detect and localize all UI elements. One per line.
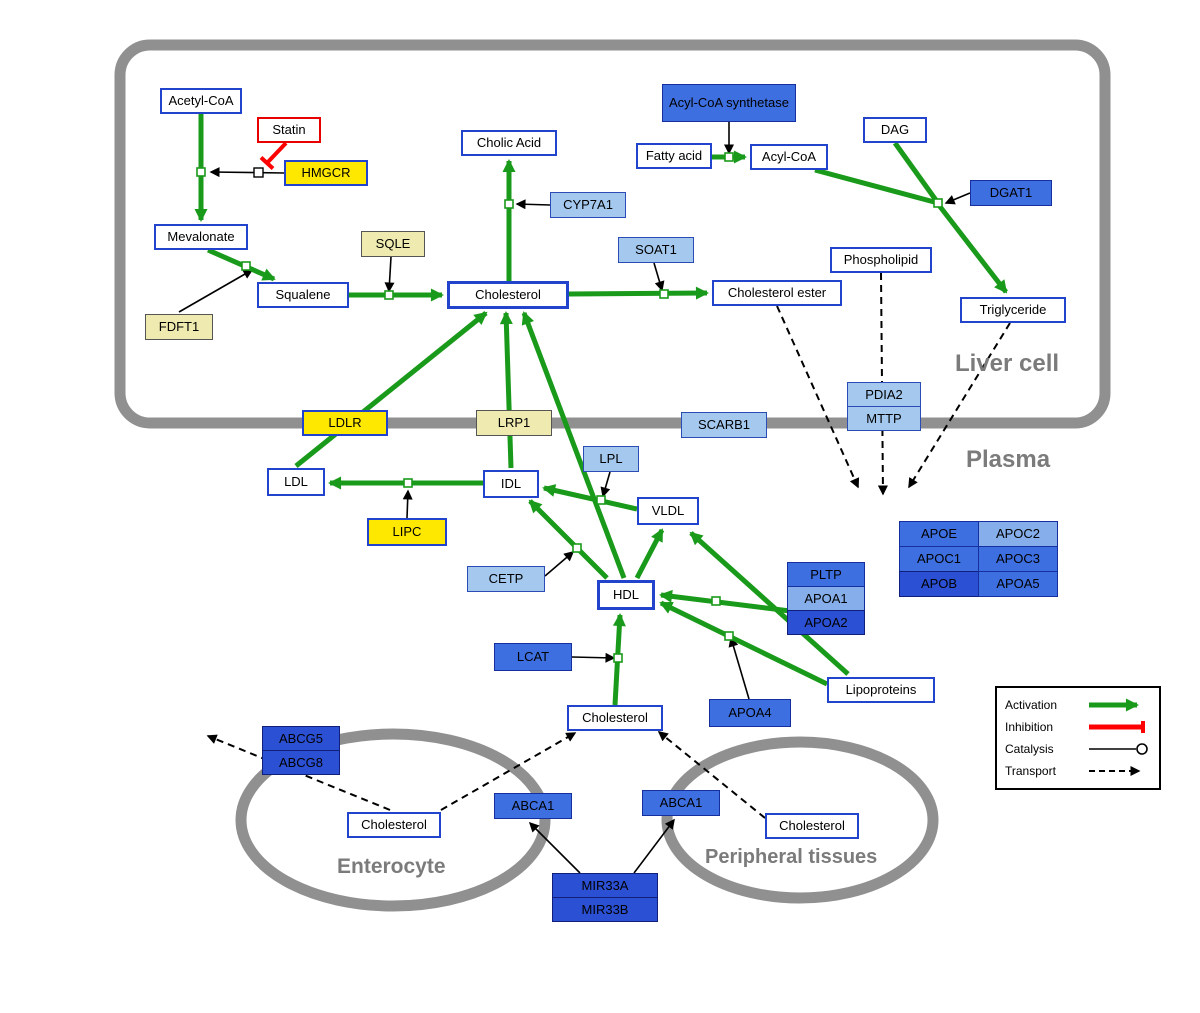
node-cetp[interactable]: CETP: [467, 566, 545, 592]
legend-item-inhibition: Inhibition: [1005, 717, 1151, 737]
node-lrp1[interactable]: LRP1: [476, 410, 552, 436]
node-dag[interactable]: DAG: [863, 117, 927, 143]
node-mevalonate[interactable]: Mevalonate: [154, 224, 248, 250]
node-apob[interactable]: APOB: [899, 571, 979, 597]
node-triglyceride[interactable]: Triglyceride: [960, 297, 1066, 323]
node-acetyl-coa[interactable]: Acetyl-CoA: [160, 88, 242, 114]
node-cholesterol-ester[interactable]: Cholesterol ester: [712, 280, 842, 306]
node-ldlr[interactable]: LDLR: [302, 410, 388, 436]
legend-box: Activation Inhibition Catalysis Transpor…: [995, 686, 1161, 790]
node-cholesterol-liver[interactable]: Cholesterol: [447, 281, 569, 309]
node-hdl[interactable]: HDL: [597, 580, 655, 610]
region-label-plasma: Plasma: [966, 446, 1051, 473]
node-vldl[interactable]: VLDL: [637, 497, 699, 525]
activation-arrow-icon: [1089, 698, 1139, 712]
legend-label-catalysis: Catalysis: [1005, 742, 1054, 756]
legend-label-inhibition: Inhibition: [1005, 720, 1054, 734]
transport-arrow-icon: [1089, 766, 1141, 776]
node-abca1-enterocyte[interactable]: ABCA1: [494, 793, 572, 819]
legend-item-transport: Transport: [1005, 761, 1151, 781]
region-label-peripheral-tissues: Peripheral tissues: [705, 846, 878, 868]
node-apoc1[interactable]: APOC1: [899, 546, 979, 572]
node-statin[interactable]: Statin: [257, 117, 321, 143]
legend-label-activation: Activation: [1005, 698, 1058, 712]
inhibition-bar-icon: [1089, 721, 1145, 733]
node-lpl[interactable]: LPL: [583, 446, 639, 472]
node-ldl[interactable]: LDL: [267, 468, 325, 496]
region-label-enterocyte: Enterocyte: [337, 855, 446, 878]
node-apoa2[interactable]: APOA2: [787, 610, 865, 635]
node-cholic-acid[interactable]: Cholic Acid: [461, 130, 557, 156]
node-apoa1[interactable]: APOA1: [787, 586, 865, 611]
node-cholesterol-enterocyte[interactable]: Cholesterol: [347, 812, 441, 838]
node-apoc3[interactable]: APOC3: [978, 546, 1058, 572]
node-dgat1[interactable]: DGAT1: [970, 180, 1052, 206]
node-fdft1[interactable]: FDFT1: [145, 314, 213, 340]
node-cholesterol-plasma[interactable]: Cholesterol: [567, 705, 663, 731]
enterocyte-outline: [235, 728, 551, 912]
node-scarb1[interactable]: SCARB1: [681, 412, 767, 438]
node-soat1[interactable]: SOAT1: [618, 237, 694, 263]
legend-item-activation: Activation: [1005, 695, 1151, 715]
region-label-liver-cell: Liver cell: [955, 350, 1060, 377]
node-pdia2[interactable]: PDIA2: [847, 382, 921, 407]
reaction-junctions: [196, 152, 943, 663]
node-idl[interactable]: IDL: [483, 470, 539, 498]
node-hmgcr[interactable]: HMGCR: [284, 160, 368, 186]
catalysis-edges: [178, 122, 971, 874]
legend-label-transport: Transport: [1005, 764, 1056, 778]
node-fatty-acid[interactable]: Fatty acid: [636, 143, 712, 169]
node-abcg5[interactable]: ABCG5: [262, 726, 340, 751]
node-lipc[interactable]: LIPC: [367, 518, 447, 546]
node-lipoproteins[interactable]: Lipoproteins: [827, 677, 935, 703]
node-mir33b[interactable]: MIR33B: [552, 897, 658, 922]
node-sqle[interactable]: SQLE: [361, 231, 425, 257]
statin-target-junction: [253, 167, 264, 178]
node-phospholipid[interactable]: Phospholipid: [830, 247, 932, 273]
node-apoa5[interactable]: APOA5: [978, 571, 1058, 597]
liver-cell-outline: [114, 39, 1111, 429]
node-abca1-peripheral[interactable]: ABCA1: [642, 790, 720, 816]
legend-item-catalysis: Catalysis: [1005, 739, 1151, 759]
catalysis-circle-icon: [1089, 743, 1148, 755]
node-cyp7a1[interactable]: CYP7A1: [550, 192, 626, 218]
inhibition-edge: [259, 141, 288, 170]
node-apoa4[interactable]: APOA4: [709, 699, 791, 727]
region-outlines: [114, 39, 1111, 912]
node-lcat[interactable]: LCAT: [494, 643, 572, 671]
node-mir33a[interactable]: MIR33A: [552, 873, 658, 898]
node-cholesterol-peripheral[interactable]: Cholesterol: [765, 813, 859, 839]
node-acyl-coa[interactable]: Acyl-CoA: [750, 144, 828, 170]
node-pltp[interactable]: PLTP: [787, 562, 865, 587]
node-mttp[interactable]: MTTP: [847, 406, 921, 431]
node-squalene[interactable]: Squalene: [257, 282, 349, 308]
node-abcg8[interactable]: ABCG8: [262, 750, 340, 775]
node-acyl-coa-synthetase[interactable]: Acyl-CoA synthetase: [662, 84, 796, 122]
node-apoe[interactable]: APOE: [899, 521, 979, 547]
node-apoc2[interactable]: APOC2: [978, 521, 1058, 547]
